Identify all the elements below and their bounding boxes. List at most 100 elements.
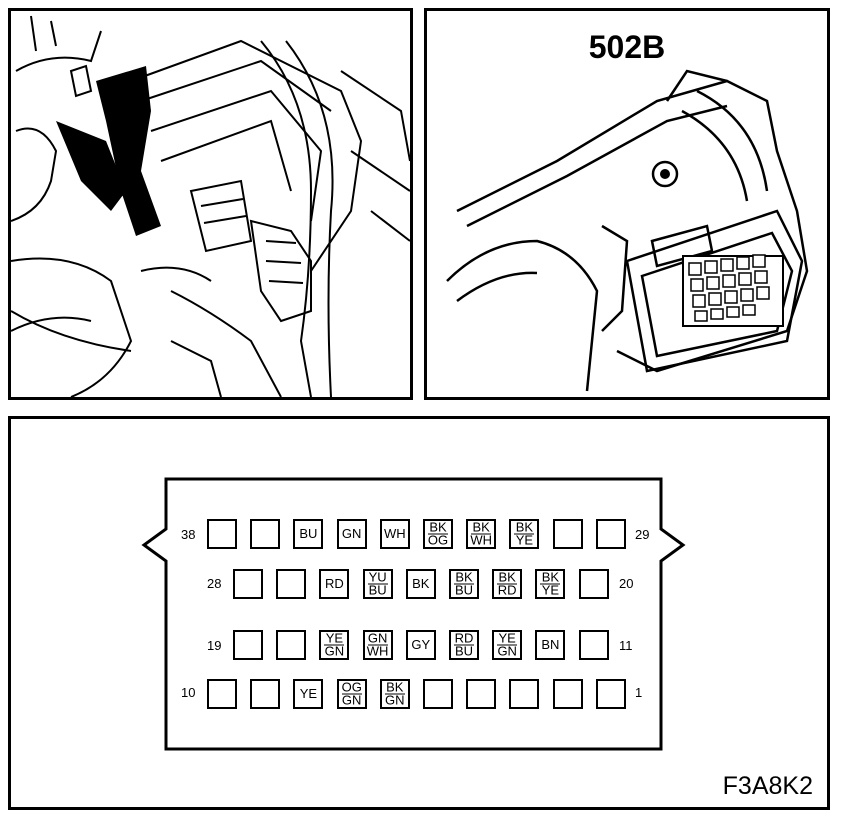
pin-number-19: 19 xyxy=(207,638,222,653)
wire-color-code: BU xyxy=(454,643,474,659)
wire-color-code: BU xyxy=(368,582,387,598)
wire-color-code: RD xyxy=(497,582,517,598)
wire-color-code: WH xyxy=(383,526,406,541)
connector-pin xyxy=(207,679,237,709)
pin-number-1: 1 xyxy=(635,685,643,700)
pin-wire-color: YE xyxy=(295,686,321,701)
wire-color-code: BK xyxy=(428,519,448,535)
wire-color-code: BK xyxy=(497,569,518,585)
wire-color-code: YE xyxy=(299,686,318,701)
pin-wire-color: WH xyxy=(382,526,408,541)
connector-illustration xyxy=(446,69,809,392)
wire-color-code: GN xyxy=(324,643,345,659)
wire-color-code: WH xyxy=(470,532,493,548)
engine-bay-illustration xyxy=(11,15,410,397)
wire-color-code: YU xyxy=(367,569,388,585)
connector-pin: WH xyxy=(379,519,410,549)
connector-pin xyxy=(509,679,540,709)
wire-color-code: BU xyxy=(454,582,474,598)
connector-pin: BU xyxy=(293,519,324,549)
wire-color-code: GN xyxy=(497,643,517,659)
connector-title: 502B xyxy=(588,29,666,65)
wire-color-code: GN xyxy=(385,692,405,708)
connector-pin: GY xyxy=(405,630,436,660)
wire-color-code: RD xyxy=(454,630,474,646)
wire-color-code: BK xyxy=(471,519,492,535)
wire-color-code: BN xyxy=(541,637,560,652)
connector-pin xyxy=(233,630,263,660)
connector-pin xyxy=(552,519,583,549)
wire-color-code: WH xyxy=(366,643,389,659)
pin-wire-color: BN xyxy=(537,637,563,652)
connector-pin xyxy=(552,679,583,709)
connector-pin xyxy=(578,630,609,660)
connector-pin xyxy=(423,679,453,709)
pin-number-11: 11 xyxy=(619,638,633,653)
wire-color-code: YE xyxy=(515,532,534,548)
wire-color-code: BK xyxy=(514,519,535,535)
pin-wire-color: BU xyxy=(295,526,321,541)
connector-pin xyxy=(578,569,609,599)
connector-pin xyxy=(250,679,281,709)
pin-wire-color: BK xyxy=(408,576,434,591)
pin-number-29: 29 xyxy=(635,527,650,542)
wire-color-code: GY xyxy=(411,637,431,652)
engine-bay-panel xyxy=(8,8,413,400)
connector-pin xyxy=(250,519,281,549)
wire-color-code: BK xyxy=(454,569,474,585)
wire-color-code: BK xyxy=(412,576,430,591)
connector-pin xyxy=(595,519,626,549)
connector-pin xyxy=(207,519,237,549)
connector-pin: GN xyxy=(336,519,367,549)
connector-pin: BK xyxy=(405,569,436,599)
connector-panel: 502B xyxy=(424,8,830,400)
connector-pin xyxy=(233,569,263,599)
wire-color-code: GN xyxy=(341,526,362,541)
wire-color-code: GN xyxy=(341,692,362,708)
pin-wire-color: RD xyxy=(321,576,347,591)
wire-color-code: YE xyxy=(497,630,518,646)
pin-wire-color: GY xyxy=(408,637,434,652)
wire-color-code: OG xyxy=(427,532,449,548)
pin-number-10: 10 xyxy=(181,685,196,700)
pin-number-38: 38 xyxy=(181,527,196,542)
wire-color-code: RD xyxy=(325,576,344,591)
wire-color-code: BU xyxy=(299,526,318,541)
wire-color-code: BK xyxy=(384,679,405,695)
wire-color-code: YE xyxy=(541,582,560,598)
connector-pin: BN xyxy=(535,630,566,660)
connector-pin xyxy=(276,630,307,660)
connector-outline xyxy=(141,477,686,751)
connector-pin xyxy=(466,679,497,709)
wire-color-code: BK xyxy=(540,569,561,585)
wire-color-code: GN xyxy=(367,630,388,646)
pin-number-28: 28 xyxy=(207,576,222,591)
connector-pin xyxy=(276,569,307,599)
